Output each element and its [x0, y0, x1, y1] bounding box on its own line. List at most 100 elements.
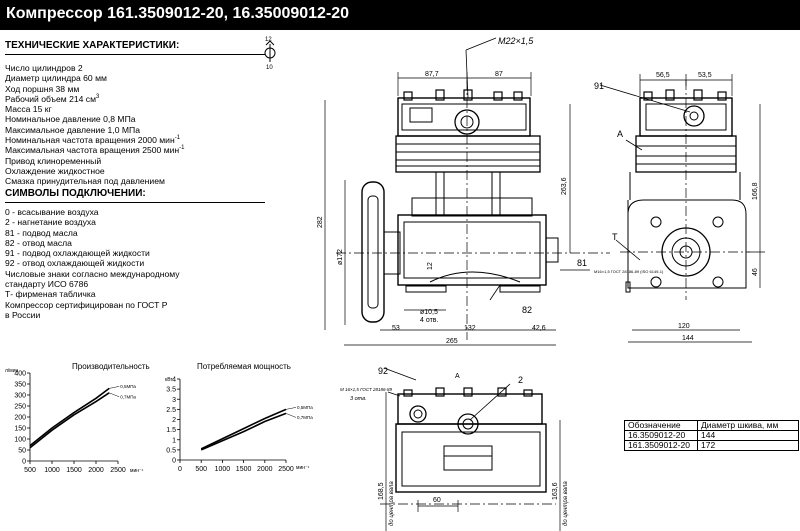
dimension: 87,7: [425, 71, 439, 78]
spec-line: Максимальная частота вращения 2500 мин-1: [5, 145, 185, 156]
note: до центра вала: [563, 481, 569, 526]
spec-line: Номинальная частота вращения 2000 мин-1: [5, 135, 181, 146]
port-label: 92: [378, 366, 388, 376]
x-tick-label: 2000: [257, 466, 273, 473]
x-tick-label: 2500: [110, 467, 126, 474]
spec-line: Привод клиноременный: [5, 155, 102, 166]
pulley-table: Обозначение Диаметр шкива, мм 16.3509012…: [624, 420, 799, 451]
chart-power: Потребляемая мощность кВт 43.532.521.510…: [165, 362, 313, 473]
table-header-cell: Обозначение: [624, 420, 698, 431]
dimension: 132: [464, 325, 476, 332]
dimension: 120: [678, 323, 690, 330]
thread-note: М 16×1,5 ГОСТ 28186-89: [340, 387, 393, 392]
y-tick-label: 400: [14, 371, 26, 378]
port-label: 82: [522, 305, 532, 315]
axis-label: кВт: [165, 377, 173, 383]
y-tick-label: 4: [172, 377, 176, 384]
port-label: 2: [518, 375, 523, 385]
connection-symbol-icon: [264, 40, 276, 62]
y-tick-label: 2.5: [166, 407, 176, 414]
symbol-line: 2 - нагнетание воздуха: [5, 217, 96, 228]
dimension: 168,5: [378, 482, 385, 500]
spec-line: Масса 15 кг: [5, 104, 52, 115]
y-tick-label: 1.5: [166, 427, 176, 434]
x-tick-label: 2500: [278, 466, 294, 473]
spec-line: Рабочий объем 214 см3: [5, 93, 100, 104]
table-row: 161.3509012-20 172: [624, 440, 799, 451]
dimension: 263,6: [561, 177, 568, 195]
x-tick-label: 1000: [44, 467, 60, 474]
symbol-line: 82 - отвод масла: [5, 237, 72, 248]
specs-heading: ТЕХНИЧЕСКИЕ ХАРАКТЕРИСТИКИ:: [5, 40, 180, 51]
axis-unit: мин⁻¹: [296, 465, 310, 471]
symbol-line: Числовые знаки согласно международному: [5, 268, 180, 279]
y-tick-label: 2: [172, 417, 176, 424]
view-label: A: [617, 129, 623, 139]
port-label: 91: [594, 81, 604, 91]
y-tick-label: 50: [18, 448, 26, 455]
spec-line: Максимальное давление 1,0 МПа: [5, 124, 140, 135]
header-bar: Компрессор 161.3509012-20, 16.35009012-2…: [0, 0, 800, 30]
tag-label: T: [612, 232, 618, 242]
legend-leader: [109, 386, 120, 389]
divider: [5, 54, 265, 55]
port-label: 81: [577, 258, 587, 268]
dimension: ø10,5: [420, 309, 438, 316]
legend-label: 0,5МПа: [297, 405, 313, 410]
legend-label: 0,7МПа: [297, 415, 313, 420]
y-tick-label: 3: [172, 397, 176, 404]
y-tick-label: 100: [14, 437, 26, 444]
divider: [5, 202, 265, 203]
series-line: [200, 408, 287, 450]
dimension: 12: [427, 262, 434, 270]
note: до центра вала: [389, 481, 395, 526]
y-tick-label: 1: [172, 437, 176, 444]
superscript: 3: [96, 94, 100, 101]
specs-list: Число цилиндров 2 Диаметр цилиндра 60 мм…: [5, 63, 185, 187]
symbols-list: 0 - всасывание воздуха 2 - нагнетание во…: [5, 207, 180, 320]
y-tick-label: 150: [14, 426, 26, 433]
x-tick-label: 2000: [88, 467, 104, 474]
legend-leader: [285, 413, 297, 418]
y-tick-label: 200: [14, 415, 26, 422]
table-header-cell: Диаметр шкива, мм: [697, 420, 799, 431]
axis-unit: мин⁻¹: [130, 468, 144, 474]
y-tick-label: 0.5: [166, 447, 176, 454]
table-cell: 161.3509012-20: [624, 440, 698, 451]
dimension: 42,6: [532, 325, 546, 332]
y-tick-label: 300: [14, 393, 26, 400]
legend-label: 0,7МПа: [120, 394, 136, 399]
symbol-line: 92 - отвод охлаждающей жидкости: [5, 258, 145, 269]
series-line: [29, 392, 110, 449]
dimension: 87: [495, 71, 503, 78]
page-title: Компрессор 161.3509012-20, 16.35009012-2…: [6, 5, 350, 22]
symbols-heading: СИМВОЛЫ ПОДКЛЮЧЕНИИ:: [5, 188, 146, 199]
table-cell: 144: [697, 430, 799, 441]
x-tick-label: 1000: [215, 466, 231, 473]
spec-line: Номинальное давление 0,8 МПа: [5, 114, 136, 125]
x-tick-label: 1500: [66, 467, 82, 474]
superscript: -1: [179, 145, 185, 152]
spec-line: Смазка принудительная под давлением: [5, 176, 165, 187]
compressor-side-view: [599, 74, 765, 343]
y-tick-label: 250: [14, 404, 26, 411]
symbol-line: 91 - подвод охлаждающей жидкости: [5, 248, 150, 259]
chart-productivity: Производительность л/мин 400350300250200…: [5, 362, 150, 474]
dimension: ø172: [337, 249, 344, 265]
compressor-front-view: [324, 37, 610, 346]
symbol-line: 0 - всасывание воздуха: [5, 207, 99, 217]
symbol-line: Т- фирменая табличка: [5, 289, 96, 300]
spec-line: Ход поршня 38 мм: [5, 83, 80, 94]
dimension: 56,5: [656, 72, 670, 79]
chart-title: Производительность: [72, 362, 150, 371]
dimension: 53: [392, 325, 400, 332]
dimension: 282: [317, 216, 324, 228]
dimension: 163,6: [552, 482, 559, 500]
y-tick-label: 350: [14, 382, 26, 389]
dimension: 144: [682, 335, 694, 342]
dimension: 4 отв.: [420, 317, 439, 324]
thread-label: M22×1,5: [498, 36, 534, 46]
x-tick-label: 500: [24, 467, 36, 474]
icon-label: 10: [266, 65, 273, 71]
